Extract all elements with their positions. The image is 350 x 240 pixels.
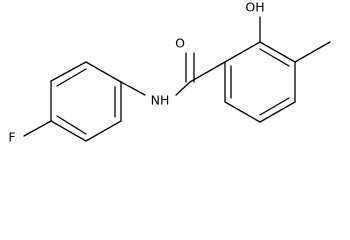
bond [259, 101, 296, 123]
aromatic-inner-bond [56, 115, 87, 135]
nitrogen-carbonyl-bond [175, 81, 191, 96]
chemical-structure-diagram: F NH O OH [8, 0, 331, 145]
carbon-fluorine-bond [23, 120, 52, 137]
molecule-drawing: F NH O OH [8, 0, 331, 145]
bond [224, 41, 261, 63]
bond [259, 41, 296, 63]
methyl-bond [294, 41, 331, 63]
aromatic-inner-bond [56, 68, 87, 87]
bond [50, 120, 87, 142]
bond [85, 61, 122, 83]
aromatic-inner-bond [259, 97, 290, 116]
bond [85, 120, 122, 142]
carbonyl-ring-bond [189, 61, 226, 83]
bond [50, 61, 87, 82]
ring-nitrogen-bond [120, 81, 146, 96]
carbonyl-oxygen-label: O [175, 36, 185, 51]
bond [224, 101, 261, 123]
aromatic-inner-bond [259, 48, 290, 67]
hydroxyl-label: OH [245, 0, 264, 15]
fluorine-label: F [8, 130, 15, 145]
fluorophenyl-ring [50, 61, 122, 142]
amide-nitrogen-label: NH [151, 93, 170, 108]
hydroxymethylphenyl-ring [224, 41, 296, 123]
